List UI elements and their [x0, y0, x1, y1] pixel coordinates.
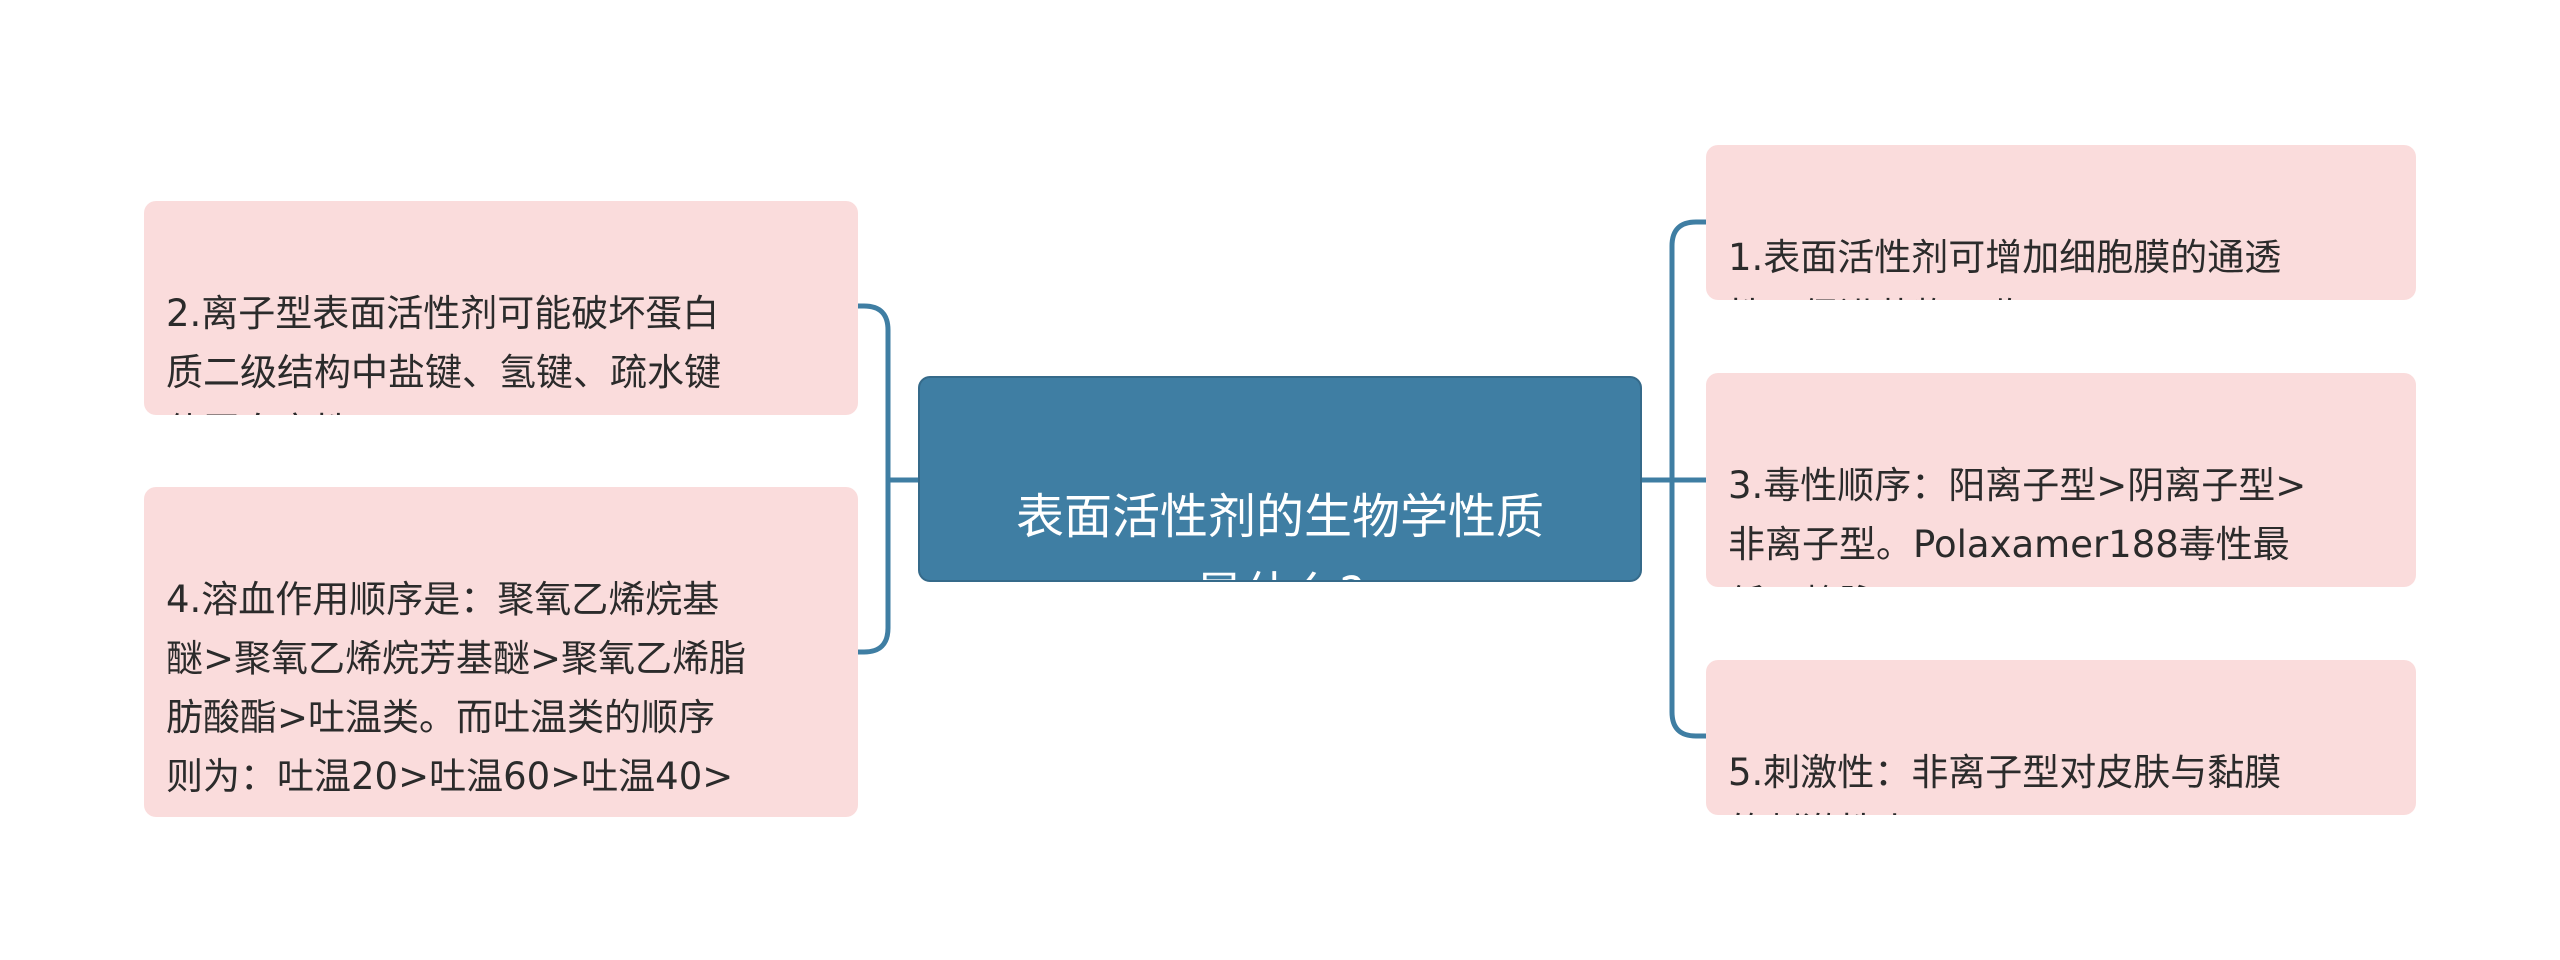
topic-node-3[interactable]: 3.毒性顺序：阳离子型>阴离子型> 非离子型。Polaxamer188毒性最 低… [1706, 373, 2416, 587]
connector-to-node-5 [1669, 477, 1709, 739]
topic-node-1[interactable]: 1.表面活性剂可增加细胞膜的通透 性，促进药物吸收。 [1706, 145, 2416, 300]
topic-node-5[interactable]: 5.刺激性：非离子型对皮肤与黏膜 的刺激性小。 [1706, 660, 2416, 815]
topic-node-2-text: 2.离子型表面活性剂可能破坏蛋白 质二级结构中盐键、氢键、疏水键 使蛋白变性。 [166, 292, 721, 415]
topic-node-4-text: 4.溶血作用顺序是：聚氧乙烯烷基 醚>聚氧乙烯烷芳基醚>聚氧乙烯脂 肪酸酯>吐温… [166, 578, 747, 817]
root-topic[interactable]: 表面活性剂的生物学性质 是什么? [918, 376, 1642, 582]
topic-node-1-text: 1.表面活性剂可增加细胞膜的通透 性，促进药物吸收。 [1728, 236, 2282, 300]
topic-node-5-text: 5.刺激性：非离子型对皮肤与黏膜 的刺激性小。 [1728, 751, 2282, 815]
connector-to-node-4 [855, 477, 891, 655]
topic-node-2[interactable]: 2.离子型表面活性剂可能破坏蛋白 质二级结构中盐键、氢键、疏水键 使蛋白变性。 [144, 201, 858, 415]
root-topic-text: 表面活性剂的生物学性质 是什么? [1015, 489, 1544, 580]
connector-to-node-2 [855, 303, 891, 483]
topic-node-4[interactable]: 4.溶血作用顺序是：聚氧乙烯烷基 醚>聚氧乙烯烷芳基醚>聚氧乙烯脂 肪酸酯>吐温… [144, 487, 858, 817]
topic-node-3-text: 3.毒性顺序：阳离子型>阴离子型> 非离子型。Polaxamer188毒性最 低… [1728, 464, 2307, 587]
connector-to-node-1 [1669, 219, 1709, 483]
